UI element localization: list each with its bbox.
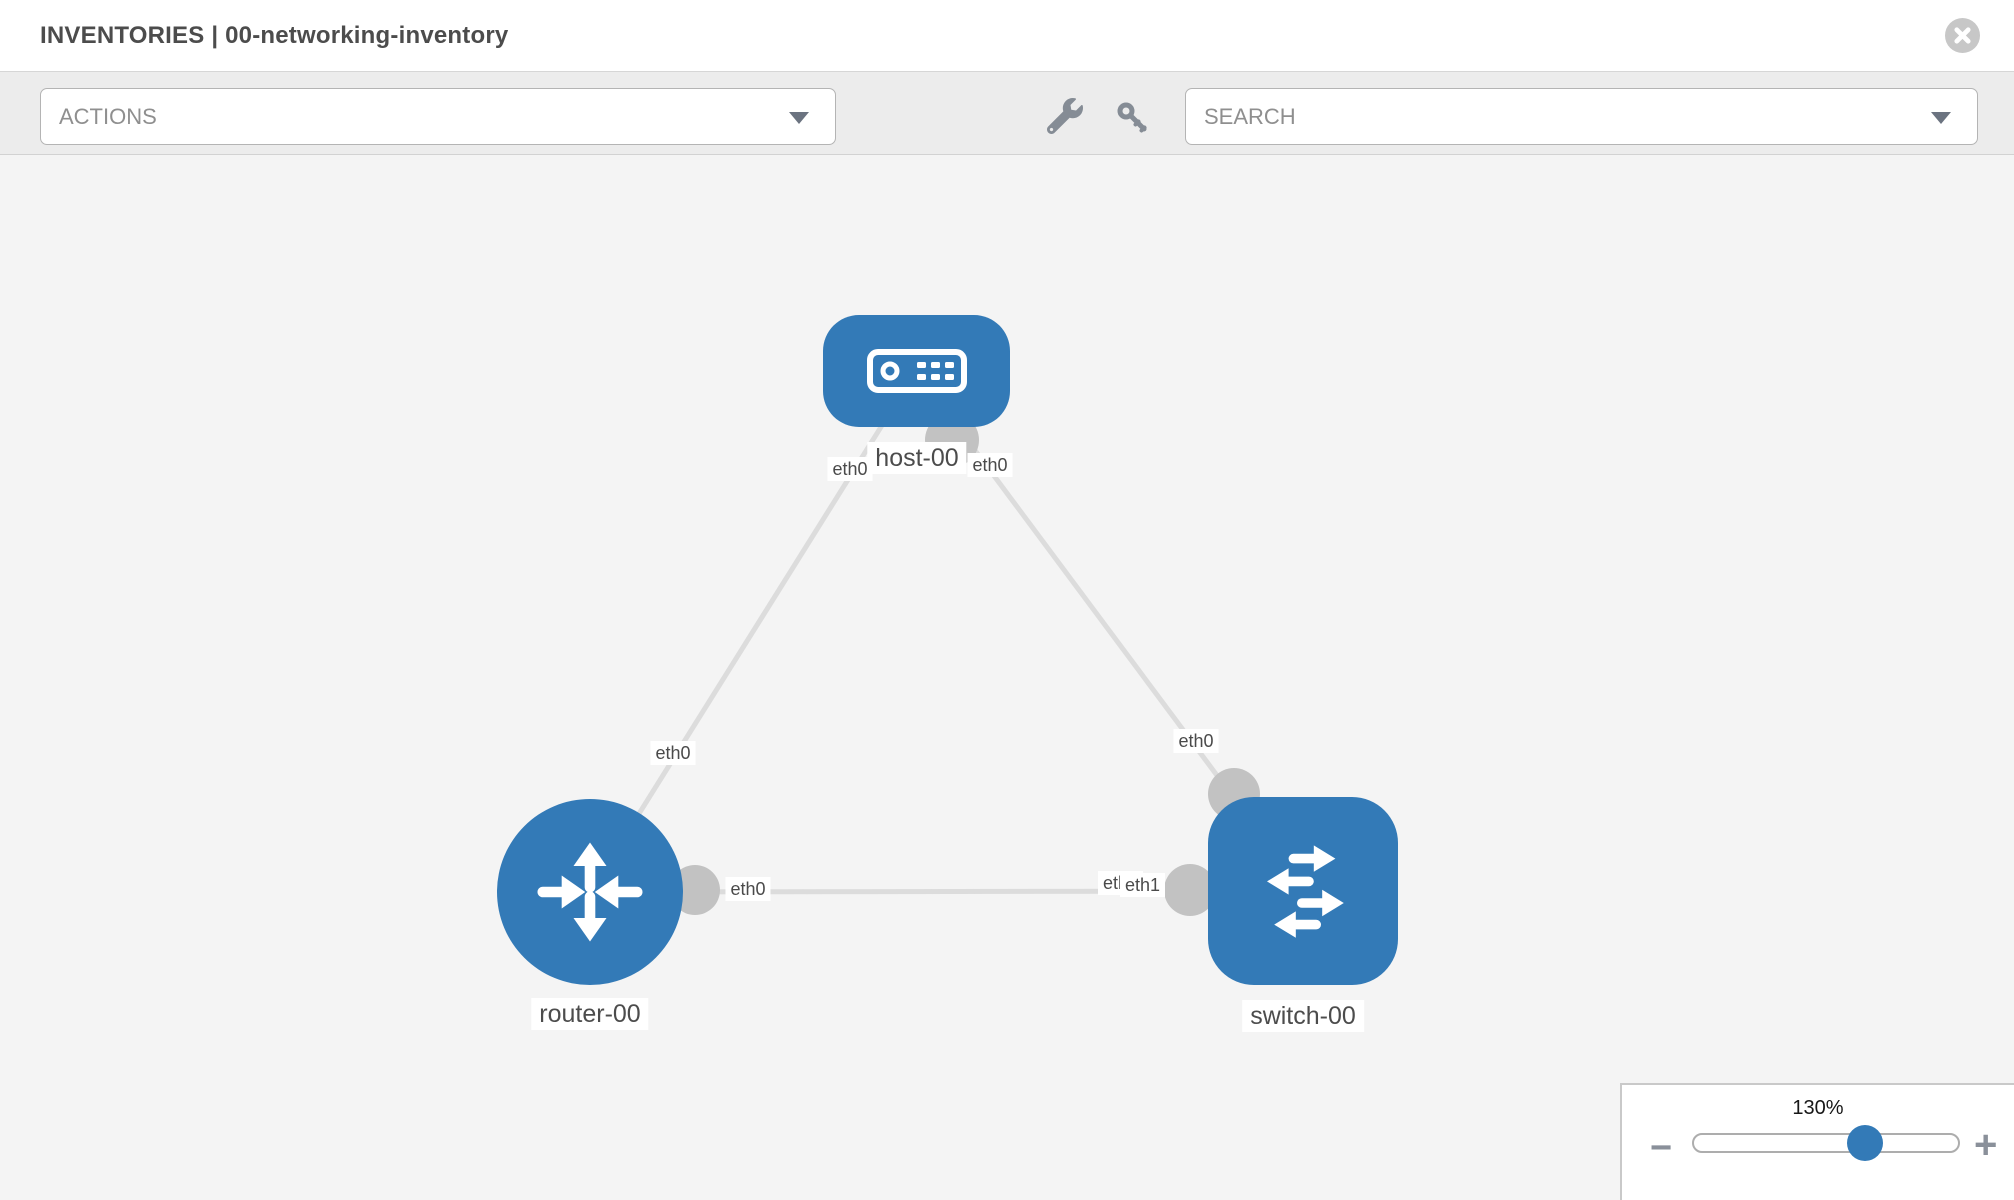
search-dropdown[interactable]: SEARCH <box>1185 88 1978 145</box>
iface-label-router-switch: eth0 <box>725 877 771 901</box>
node-label-router: router-00 <box>531 998 649 1030</box>
iface-label-host-right: eth0 <box>967 453 1013 477</box>
wrench-icon[interactable] <box>1047 98 1083 134</box>
node-label-host: host-00 <box>867 442 967 474</box>
caret-down-icon <box>1931 112 1951 124</box>
close-icon <box>1954 27 1971 44</box>
switch-icon <box>1267 845 1344 938</box>
node-host-00[interactable] <box>823 315 1010 427</box>
actions-dropdown[interactable]: ACTIONS <box>40 88 836 145</box>
interface-connector <box>1164 864 1216 916</box>
page-title: INVENTORIES | 00-networking-inventory <box>40 22 509 49</box>
iface-label-router-host: eth0 <box>650 741 696 765</box>
key-icon[interactable] <box>1116 101 1150 135</box>
iface-label-host-left: eth0 <box>827 457 873 481</box>
toolbar: ACTIONS SEARCH <box>0 71 2014 155</box>
iface-label-switch-router: eth1 <box>1120 873 1166 897</box>
actions-dropdown-label: ACTIONS <box>59 104 157 129</box>
zoom-level-value: 130% <box>1792 1097 1844 1119</box>
zoom-control-panel: 130% − + <box>1620 1083 2014 1200</box>
zoom-slider-track[interactable] <box>1692 1133 1960 1153</box>
node-router-00[interactable] <box>497 799 683 985</box>
node-switch-00[interactable] <box>1208 797 1398 985</box>
zoom-in-button[interactable]: + <box>1974 1123 1998 1167</box>
header: INVENTORIES | 00-networking-inventory <box>0 0 2014 71</box>
node-label-switch: switch-00 <box>1242 1000 1364 1032</box>
interface-connector <box>670 865 720 915</box>
iface-label-switch-host: eth0 <box>1173 729 1219 753</box>
search-placeholder: SEARCH <box>1204 104 1296 129</box>
host-icon <box>866 349 967 393</box>
zoom-out-button[interactable]: − <box>1650 1127 1673 1169</box>
zoom-slider-knob[interactable] <box>1847 1125 1883 1161</box>
close-button[interactable] <box>1945 18 1980 53</box>
topology-canvas[interactable]: host-00 router-00 switch-00 eth0 eth0 et… <box>0 155 2014 1200</box>
router-icon <box>537 842 643 942</box>
links-layer <box>587 369 1306 916</box>
caret-down-icon <box>789 112 809 124</box>
